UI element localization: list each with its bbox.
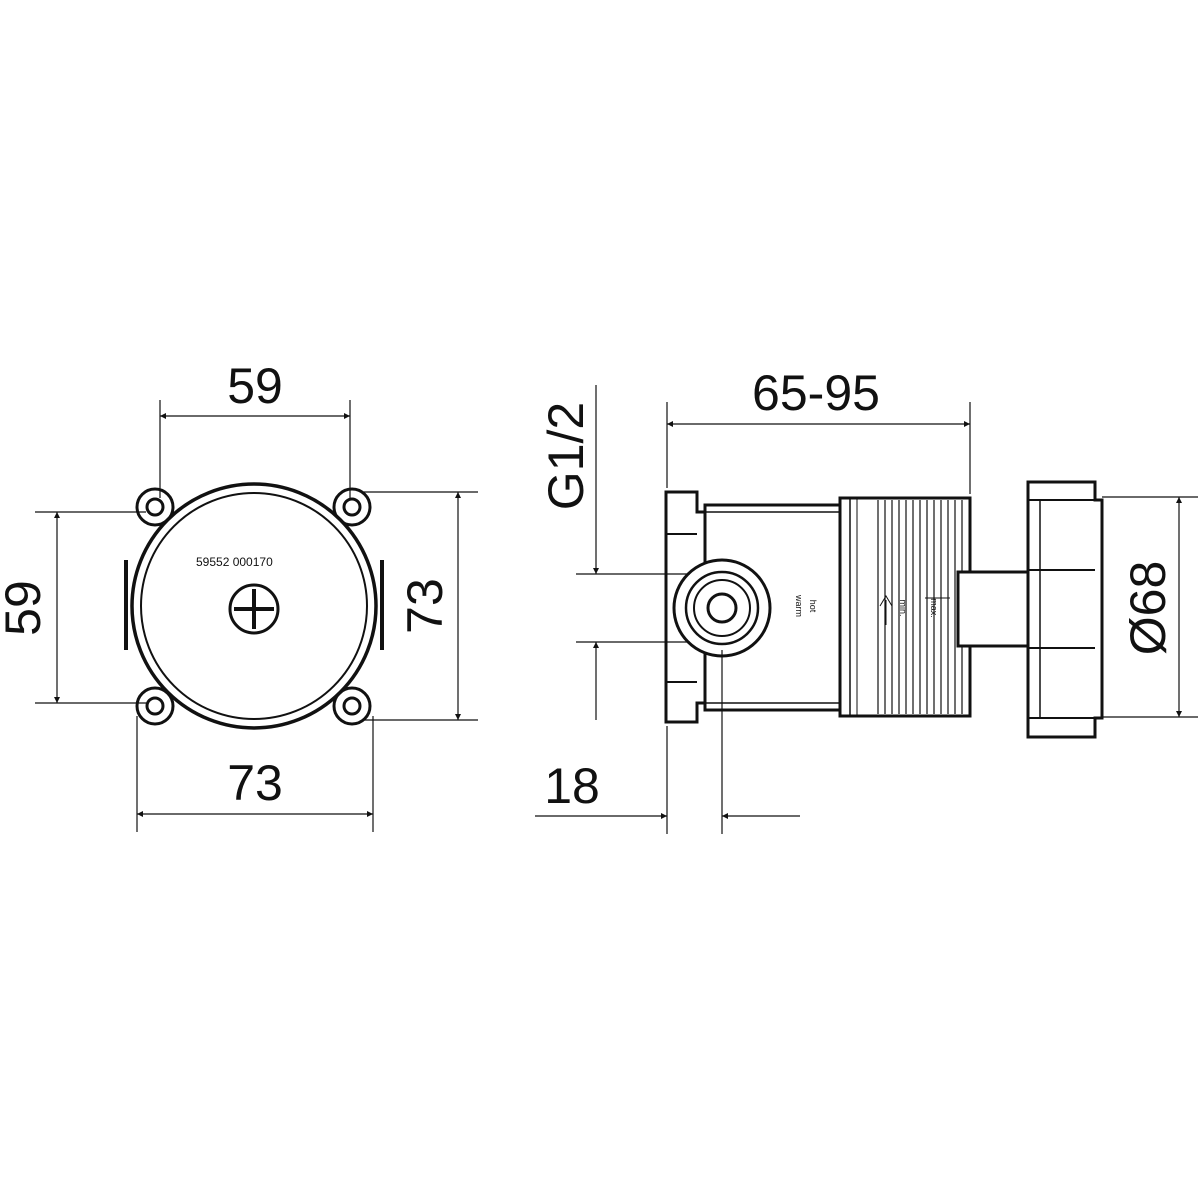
dim-length-65-95: 65-95 — [752, 365, 880, 421]
label-warm: warm — [794, 594, 804, 617]
dim-top-59: 59 — [227, 358, 283, 414]
dim-bottom-18: 18 — [544, 758, 600, 814]
sleeve-ribs — [877, 500, 963, 714]
dim-left-59: 59 — [0, 580, 51, 636]
screw-icon — [228, 583, 280, 635]
dim-diameter-68: Ø68 — [1120, 561, 1176, 656]
valve-body-inner — [140, 492, 368, 720]
side-dimensions — [535, 385, 1198, 834]
cap-nut — [1026, 480, 1104, 739]
cartridge-stem — [956, 570, 1030, 648]
label-hot: hot — [808, 600, 818, 613]
label-max: max. — [929, 598, 939, 618]
label-min: min. — [898, 599, 908, 616]
part-number: 59552 000170 — [196, 555, 273, 569]
front-dimensions — [35, 400, 478, 832]
mounting-lugs — [135, 487, 372, 726]
inlet-port — [672, 558, 772, 658]
dim-right-73: 73 — [397, 578, 453, 634]
front-view — [124, 482, 384, 730]
dim-bottom-73: 73 — [227, 755, 283, 811]
scale-arrow — [879, 595, 950, 625]
dim-thread-g1-2: G1/2 — [538, 402, 594, 510]
